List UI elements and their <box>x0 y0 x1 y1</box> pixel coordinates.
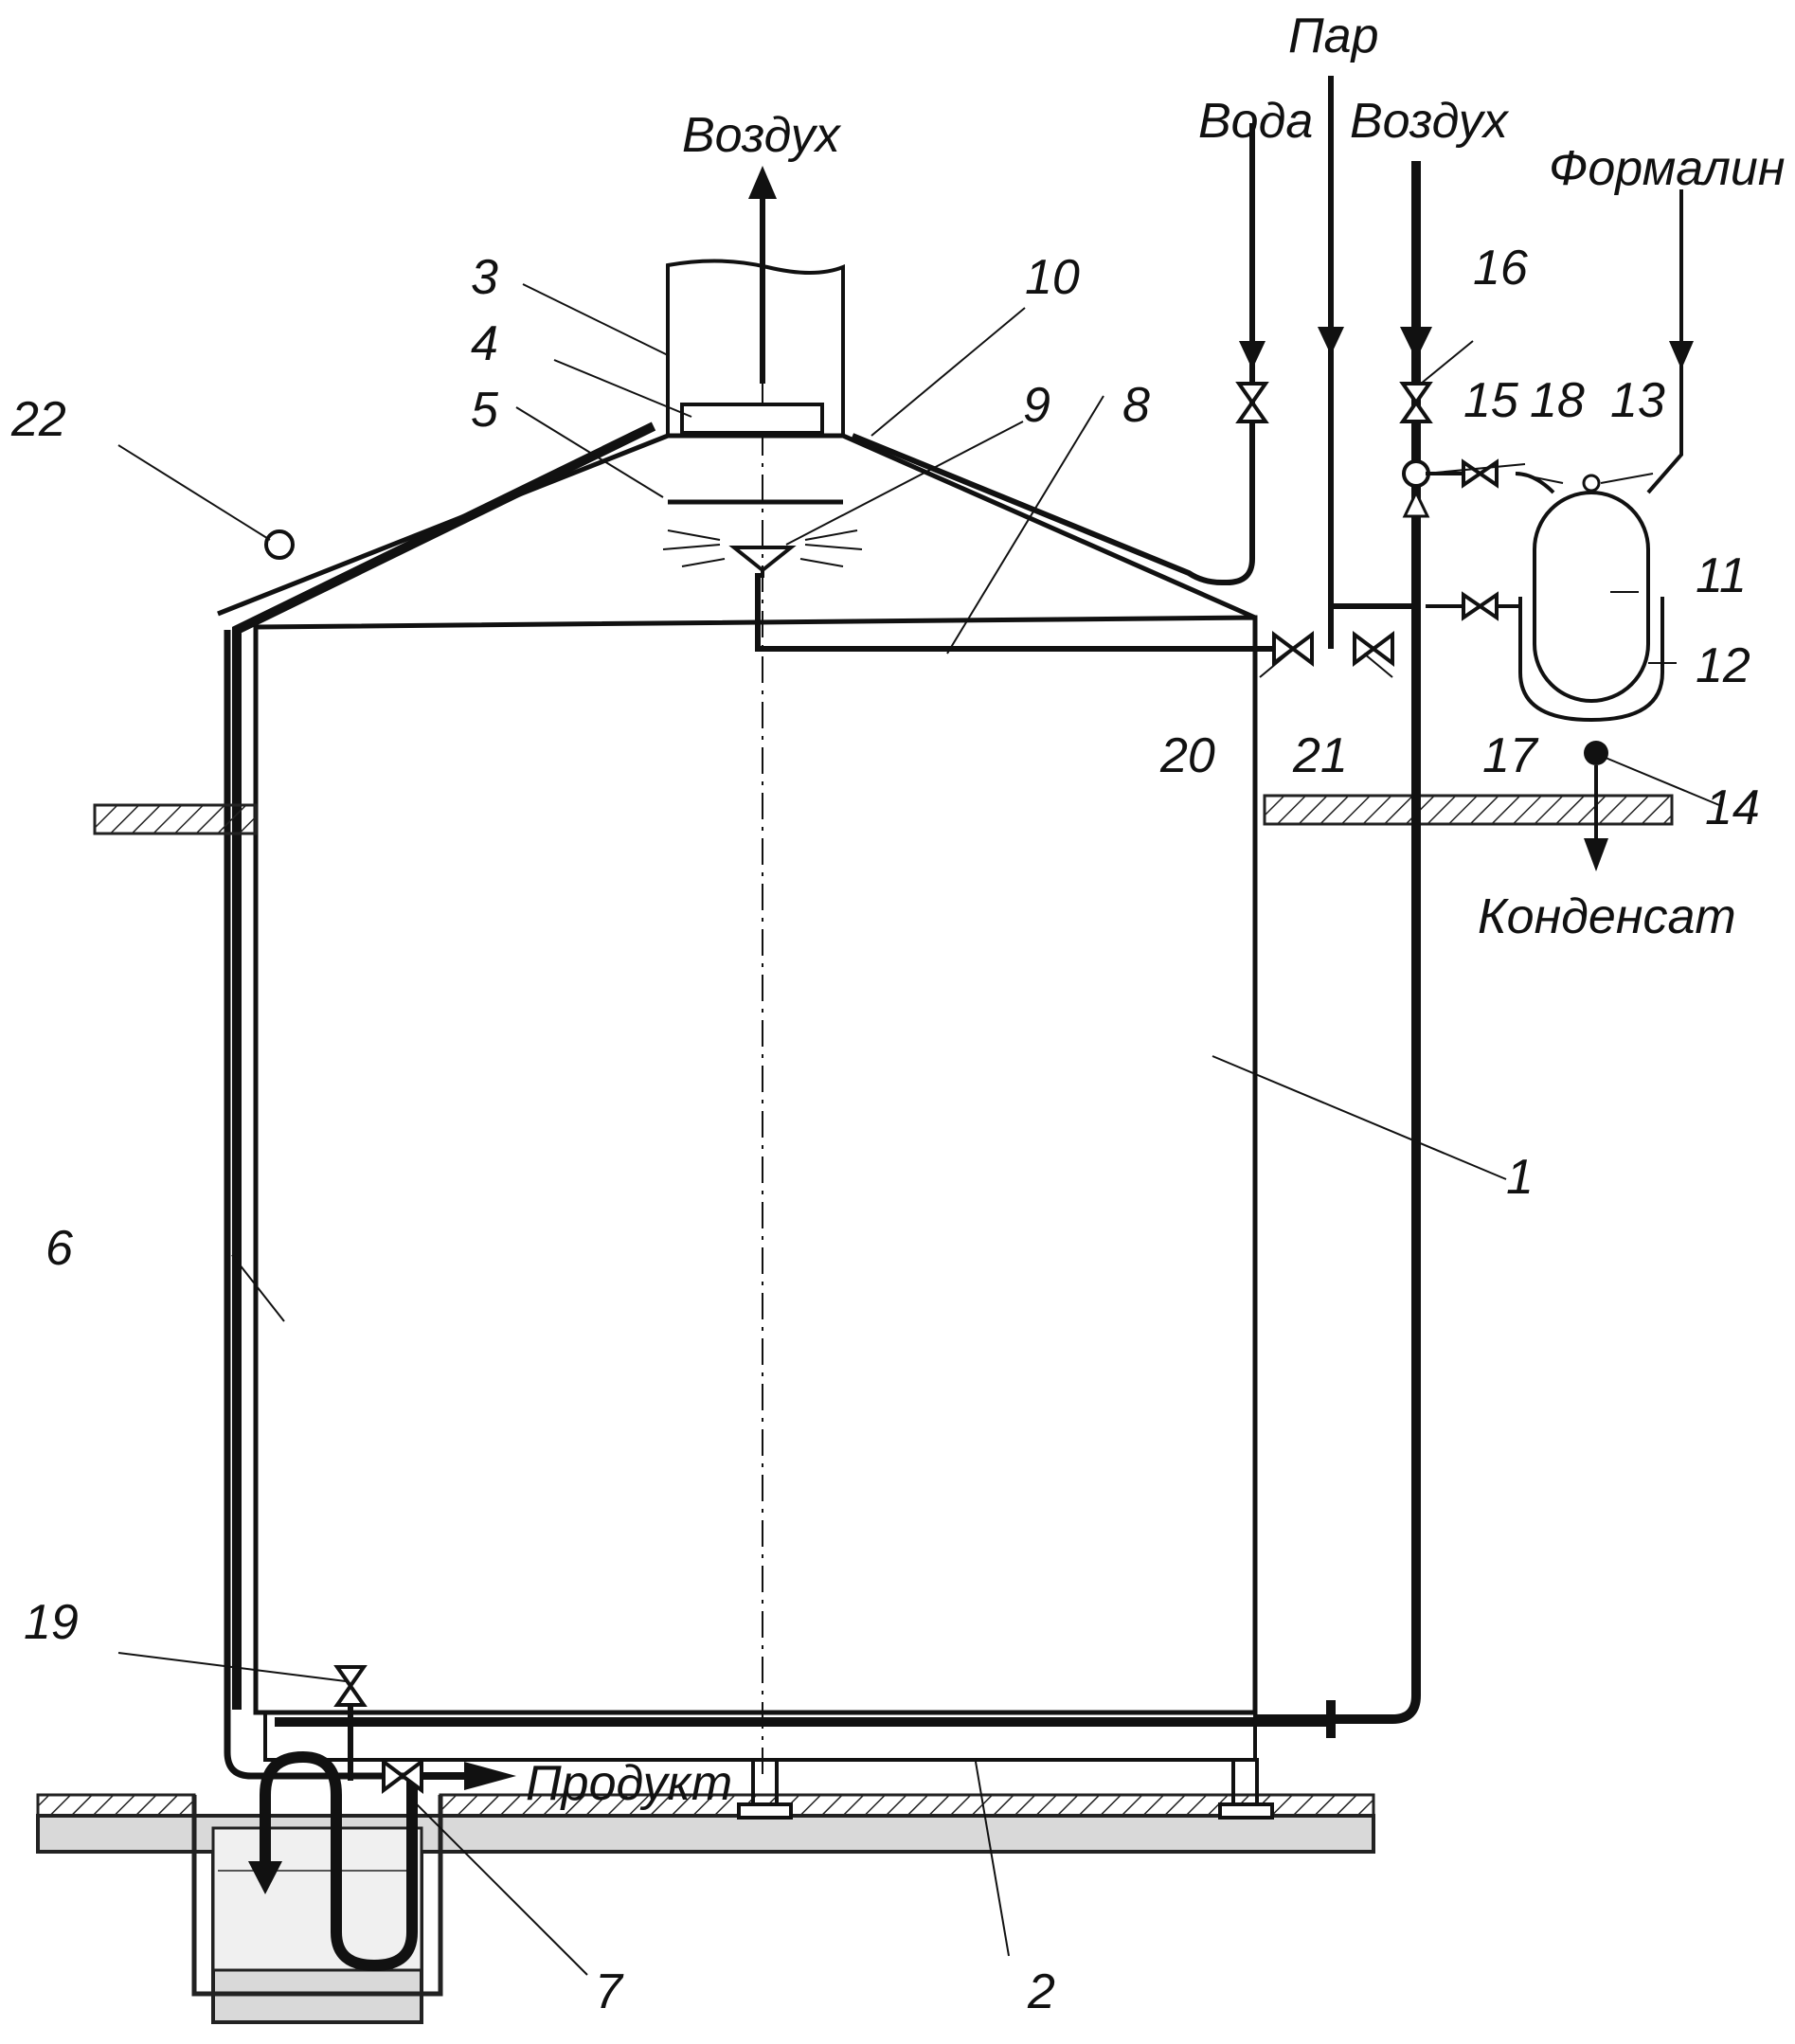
callout-22: 22 <box>10 392 66 447</box>
label-condensate: Конденсат <box>1478 889 1736 944</box>
label-water: Вода <box>1198 94 1313 149</box>
pressure-gauge <box>266 531 293 558</box>
callout-17: 17 <box>1482 728 1539 783</box>
label-air-top: Воздух <box>682 108 842 163</box>
bubbler <box>265 1712 1331 1760</box>
callout-4: 4 <box>471 316 498 371</box>
formalin-vessel <box>1426 189 1694 871</box>
tank-body <box>218 384 1255 1781</box>
water-pipe <box>853 123 1252 583</box>
callout-9: 9 <box>1023 378 1050 433</box>
callout-15: 15 <box>1463 373 1519 428</box>
callout-1: 1 <box>1506 1150 1534 1205</box>
callout-13: 13 <box>1610 373 1665 428</box>
exhaust-pipe <box>668 166 843 502</box>
callout-8: 8 <box>1122 378 1150 433</box>
callout-5: 5 <box>471 383 499 438</box>
callout-6: 6 <box>45 1221 73 1276</box>
callout-10: 10 <box>1025 250 1080 305</box>
floor-slab-left <box>95 805 256 834</box>
floor-slab-right <box>1265 796 1672 824</box>
callout-21: 21 <box>1292 728 1348 783</box>
callout-18: 18 <box>1530 373 1585 428</box>
air-pipe <box>1255 161 1416 1719</box>
callout-16: 16 <box>1473 241 1528 296</box>
label-steam: Пар <box>1288 9 1379 63</box>
callout-20: 20 <box>1159 728 1215 783</box>
label-product: Продукт <box>526 1756 732 1811</box>
callout-19: 19 <box>24 1595 79 1650</box>
product-outlet <box>337 1667 516 1790</box>
spray-pipe <box>758 573 1279 649</box>
callout-2: 2 <box>1027 1964 1055 2019</box>
valves-top <box>1239 384 1429 663</box>
ground <box>38 1795 1373 2022</box>
callout-7: 7 <box>595 1964 624 2019</box>
callout-12: 12 <box>1696 638 1750 693</box>
label-formalin: Формалин <box>1549 141 1785 196</box>
callout-11: 11 <box>1696 548 1747 603</box>
callout-3: 3 <box>471 250 498 305</box>
steam-pipe <box>1331 76 1411 606</box>
label-air-right: Воздух <box>1350 94 1510 149</box>
callout-14: 14 <box>1705 780 1760 835</box>
